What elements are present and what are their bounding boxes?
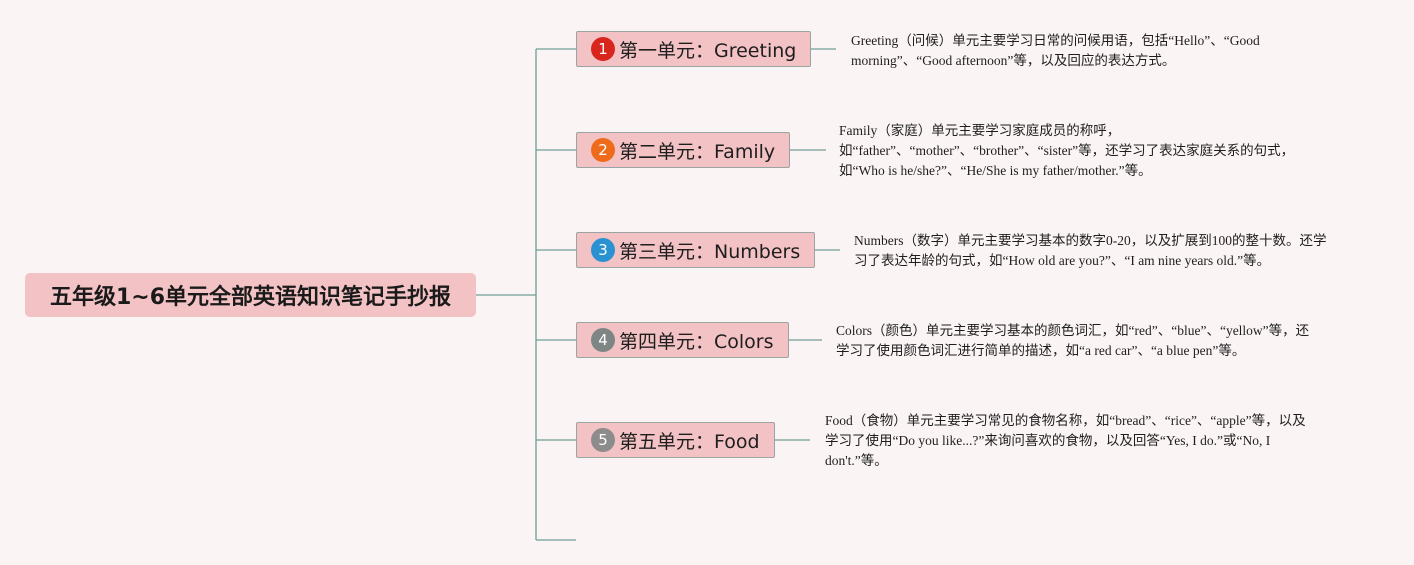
number-badge-icon: 4 xyxy=(591,328,615,352)
branch-label: 第三单元：Numbers xyxy=(619,240,801,263)
note-unit-4: Colors（颜色）单元主要学习基本的颜色词汇，如“red”、“blue”、“y… xyxy=(836,323,1310,358)
note-unit-1: Greeting（问候）单元主要学习日常的问候用语，包括“Hello”、“Goo… xyxy=(851,33,1260,68)
number-badge-icon: 2 xyxy=(591,138,615,162)
branch-unit-1[interactable]: 1 第一单元：Greeting xyxy=(576,31,812,67)
note-unit-3: Numbers（数字）单元主要学习基本的数字0-20，以及扩展到100的整十数。… xyxy=(854,233,1327,268)
branch-unit-5[interactable]: 5 第五单元：Food xyxy=(576,422,775,458)
branch-unit-4[interactable]: 4 第四单元：Colors xyxy=(576,322,789,358)
branch-label: 第二单元：Family xyxy=(619,140,776,163)
branch-label: 第五单元：Food xyxy=(619,430,760,453)
root-topic[interactable]: 五年级1~6单元全部英语知识笔记手抄报 xyxy=(25,273,476,317)
branch-unit-2[interactable]: 2 第二单元：Family xyxy=(576,132,791,168)
number-badge-icon: 5 xyxy=(591,428,615,452)
number-badge-icon: 1 xyxy=(591,37,615,61)
number-badge-icon: 3 xyxy=(591,238,615,262)
root-title: 五年级1~6单元全部英语知识笔记手抄报 xyxy=(49,285,452,310)
branch-label: 第一单元：Greeting xyxy=(619,39,797,62)
branch-unit-3[interactable]: 3 第三单元：Numbers xyxy=(576,232,816,268)
note-unit-2: Family（家庭）单元主要学习家庭成员的称呼， 如“father”、“moth… xyxy=(839,123,1295,178)
branch-label: 第四单元：Colors xyxy=(619,330,774,353)
note-unit-5: Food（食物）单元主要学习常见的食物名称，如“bread”、“rice”、“a… xyxy=(825,413,1306,468)
